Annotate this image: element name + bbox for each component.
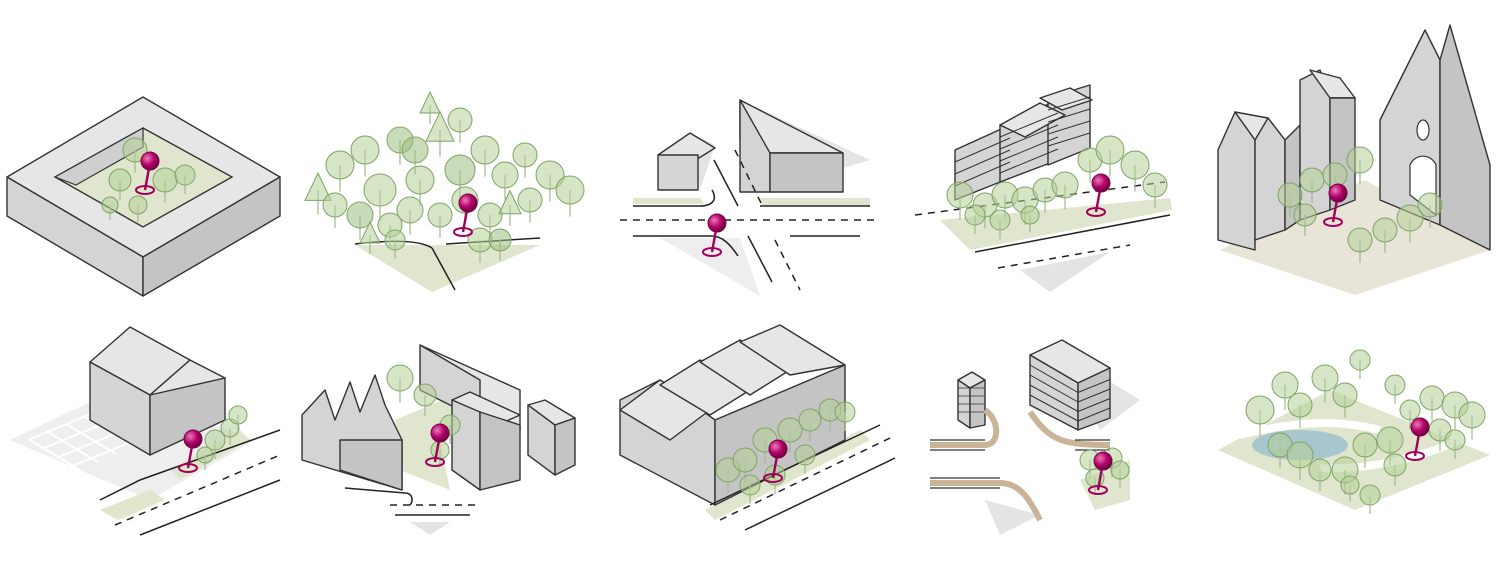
tree-icon [101,196,119,221]
tree-icon [359,220,381,254]
slope-trees [946,135,1168,239]
tree-icon [1308,458,1332,491]
tree-icon [1419,385,1445,421]
tree-icon [1444,429,1466,459]
forest-trees [304,90,585,263]
tree-icon [304,171,332,215]
tree-icon [517,187,543,223]
tree-icon [488,228,512,261]
tree-icon [1349,349,1371,379]
tree-icon [322,192,348,228]
tree-icon [122,137,148,173]
tree-icon [196,446,214,471]
church-building [1379,24,1491,251]
park-trees [1245,349,1486,514]
tree-icon [535,160,565,202]
tree-icon [1399,399,1421,429]
tree-icon [1332,382,1358,418]
hall-trees [715,398,856,504]
tree-icon [396,196,424,235]
tree-icon [512,142,538,178]
tree-icon [1051,171,1079,210]
tree-icon [346,201,374,240]
tree-icon [1383,453,1407,486]
tile-house-with-parking[interactable] [10,326,281,536]
tree-icon [470,135,500,177]
tree-icon [1245,395,1275,437]
tree-icon [413,383,437,416]
tree-icon [989,209,1011,239]
tree-icon [1095,135,1125,177]
tree-icon [1142,172,1168,208]
tree-icon [1396,204,1424,243]
tree-icon [427,202,453,238]
tree-icon [1020,205,1040,233]
tile-terraced-slope[interactable] [914,84,1172,292]
tree-icon [386,364,414,403]
tree-icon [1277,182,1303,218]
tree-icon [555,175,585,217]
tree-icon [946,181,974,220]
tile-sawtooth-courtyard[interactable] [301,344,576,535]
tree-icon [1347,227,1373,263]
tree-icon [444,154,476,199]
tile-church-square[interactable] [1217,24,1491,295]
tile-park-with-pond[interactable] [1218,349,1490,514]
tree-icon [1417,192,1443,228]
house-trees [196,405,248,471]
tree-icon [777,417,803,453]
tree-icon [384,229,406,259]
tree-icon [739,474,761,504]
tree-icon [108,168,132,201]
tree-icon [425,110,455,157]
tree-icon [1458,401,1486,440]
tree-icon [1110,460,1130,488]
tree-icon [1372,217,1398,253]
tree-icon [204,429,226,459]
tree-icon [798,408,822,441]
courtyard-trees [101,137,196,223]
square-trees [1277,146,1443,263]
tile-forest-clearing[interactable] [304,90,585,292]
tree-icon [1293,203,1317,236]
tree-icon [350,135,380,177]
tile-courtyard-block[interactable] [6,96,281,297]
tree-icon [128,195,148,223]
tree-icon [794,444,816,474]
tree-icon [1384,374,1406,404]
tree-icon [498,189,522,226]
tile-junction-with-towers[interactable] [930,339,1140,535]
tree-icon [1286,441,1314,480]
tree-icon [401,136,429,175]
tree-icon [1120,150,1150,192]
tree-icon [419,90,441,124]
tree-icon [174,164,196,194]
tree-icon [1376,426,1404,465]
tree-icon [1271,371,1299,410]
tree-icon [1346,146,1374,185]
tree-icon [1352,432,1378,468]
tree-icon [1340,475,1360,503]
tree-icon [325,150,355,192]
tree-icon [447,107,473,143]
tree-icon [1311,364,1339,403]
terrace-lines [954,96,1091,187]
tree-icon [1299,167,1325,203]
tree-icon [834,401,856,431]
tree-icon [1287,392,1313,428]
tree-icon [491,161,519,200]
tower-floors [958,364,1111,422]
tree-icon [964,204,986,234]
tile-sawtooth-hall-street[interactable] [619,324,896,531]
tree-icon [363,173,397,221]
tree-icon [228,405,248,433]
tree-icon [1359,484,1381,514]
tile-street-intersection[interactable] [620,99,880,296]
